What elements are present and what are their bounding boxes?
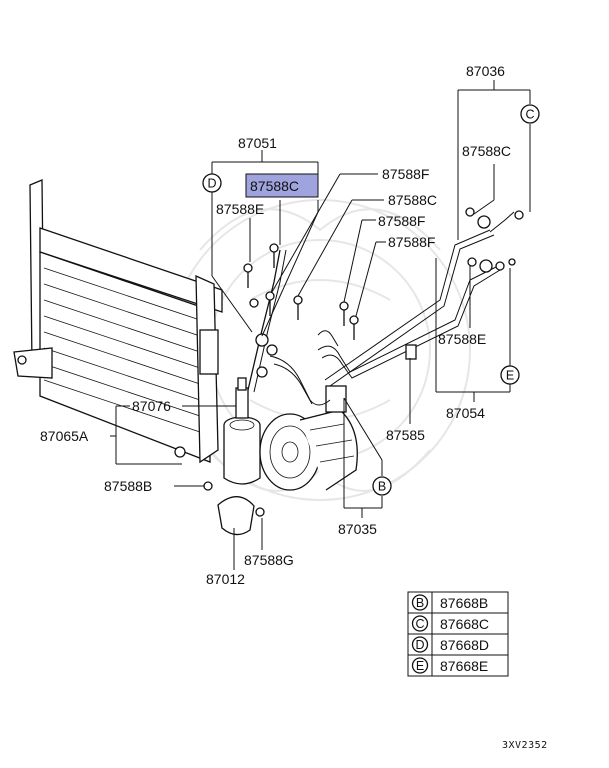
legend-table: B 87668B C 87668C D 87668D E 87668E [407, 591, 509, 677]
label-87012[interactable]: 87012 [206, 571, 245, 587]
label-87076[interactable]: 87076 [132, 398, 171, 414]
legend-part[interactable]: 87668C [440, 616, 489, 632]
svg-text:E: E [506, 369, 514, 383]
legend-row: E 87668E [411, 657, 488, 674]
label-87054[interactable]: 87054 [446, 405, 485, 421]
label-87588c-right[interactable]: 87588C [462, 143, 511, 159]
svg-text:C: C [525, 108, 534, 122]
legend-row: D 87668D [411, 636, 489, 653]
label-87065a[interactable]: 87065A [40, 428, 89, 444]
callout-d: D [202, 173, 222, 193]
callout-c: C [520, 104, 540, 124]
callout-markers: C D E B [202, 104, 540, 496]
bracket-drawing [203, 481, 265, 536]
label-87036[interactable]: 87036 [466, 63, 505, 79]
legend-key: E [416, 659, 424, 673]
label-87588b[interactable]: 87588B [104, 478, 152, 494]
callout-b: B [372, 476, 392, 496]
diagram-code: 3XV2352 [502, 740, 548, 751]
label-87588f-top[interactable]: 87588F [382, 166, 429, 182]
part-labels: 87036 87051 87588C 87588F 87588C 87588C … [40, 63, 511, 587]
refrigerant-pipes [247, 210, 524, 406]
legend-key: B [416, 596, 424, 610]
legend-row: C 87668C [411, 615, 489, 632]
svg-text:B: B [378, 480, 386, 494]
label-87035[interactable]: 87035 [338, 521, 377, 537]
bolts [243, 207, 477, 340]
legend-key: C [415, 617, 424, 631]
callout-e: E [500, 365, 520, 385]
label-87588e-left[interactable]: 87588E [216, 201, 264, 217]
label-87588c-mid[interactable]: 87588C [388, 192, 437, 208]
legend-key: D [415, 638, 424, 652]
svg-text:D: D [207, 177, 216, 191]
label-87585[interactable]: 87585 [386, 427, 425, 443]
label-87051[interactable]: 87051 [238, 135, 277, 151]
legend-part[interactable]: 87668B [440, 595, 488, 611]
label-87588f-lower[interactable]: 87588F [388, 234, 435, 250]
legend-part[interactable]: 87668E [440, 658, 488, 674]
label-87588c-highlighted[interactable]: 87588C [250, 178, 299, 194]
leader-lines [110, 80, 531, 570]
receiver-drier-drawing [223, 377, 261, 485]
legend-row: B 87668B [411, 594, 488, 611]
compressor-drawing [259, 385, 358, 491]
label-87588e-right[interactable]: 87588E [438, 331, 486, 347]
highlight-box [245, 173, 319, 198]
label-87588g[interactable]: 87588G [244, 552, 294, 568]
label-87588f-mid[interactable]: 87588F [378, 213, 425, 229]
legend-part[interactable]: 87668D [440, 637, 489, 653]
condenser-drawing [13, 179, 223, 464]
